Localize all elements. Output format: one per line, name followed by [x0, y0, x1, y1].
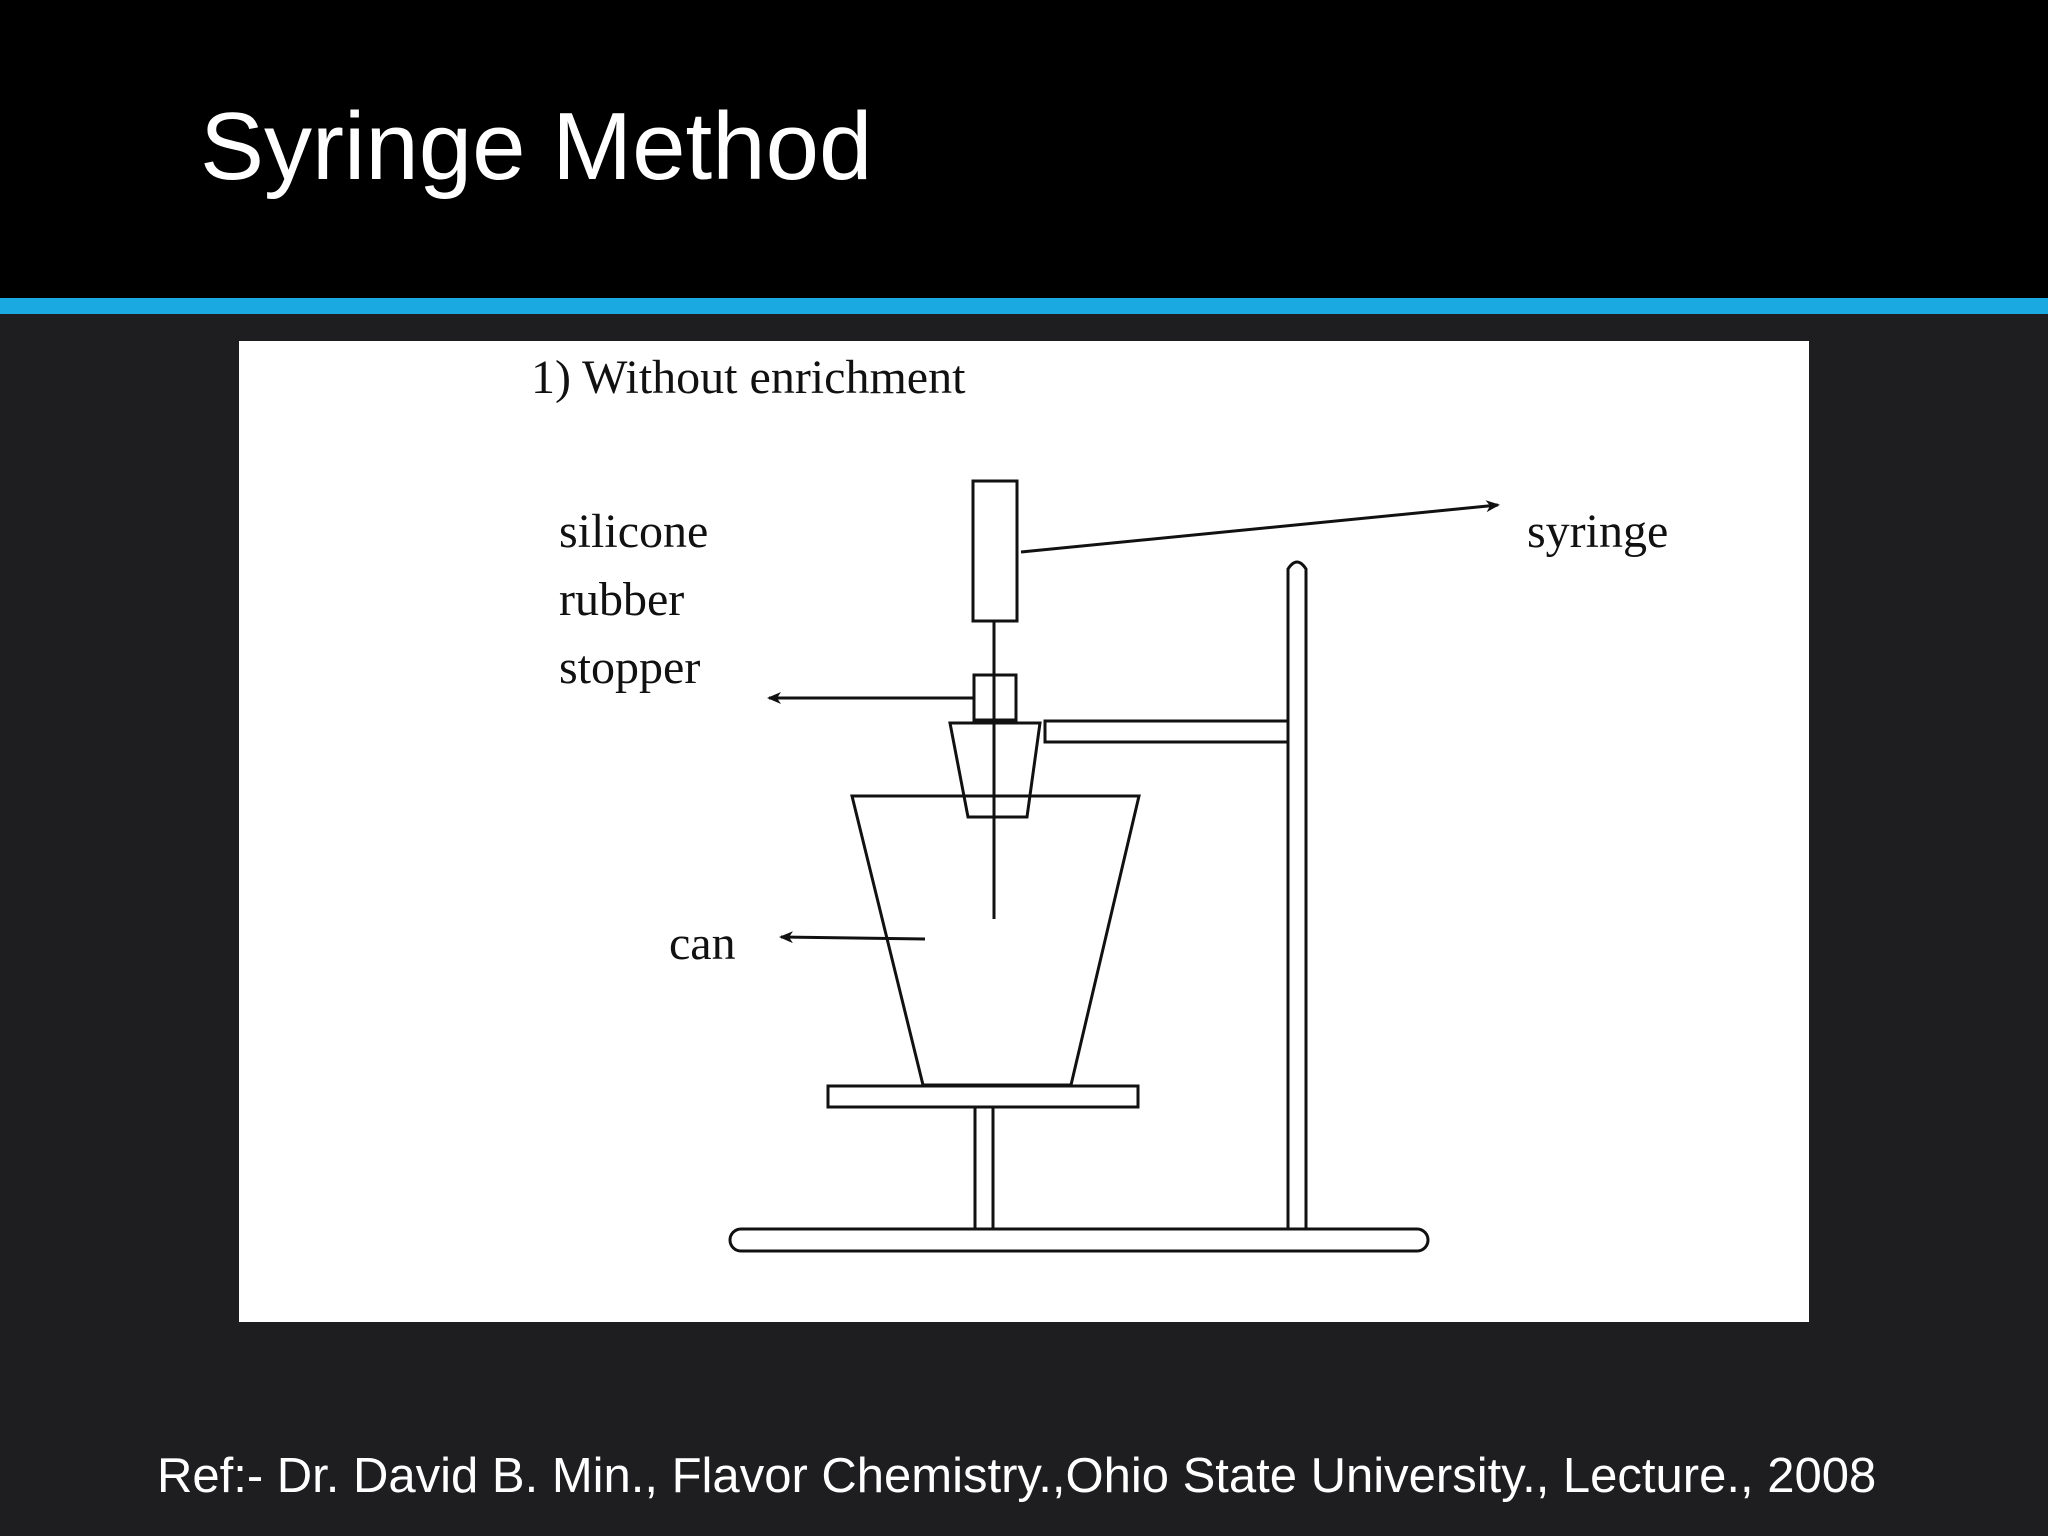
stand-base — [728, 1227, 1430, 1253]
label-syringe: syringe — [1527, 505, 1668, 558]
label-rubber: rubber — [559, 573, 684, 626]
clamp-arm — [1043, 719, 1290, 744]
accent-bar — [0, 298, 2048, 314]
can-arrow — [779, 931, 926, 944]
diagram-panel: 1) Without enrichment silicone rubber st… — [239, 341, 1809, 1322]
slide-header: Syringe Method — [0, 0, 2048, 298]
platform-post — [973, 1105, 995, 1231]
label-stopper: stopper — [559, 641, 700, 694]
stand-rod — [1286, 560, 1308, 1229]
stopper-plug — [948, 721, 1042, 819]
can-platform — [826, 1084, 1140, 1109]
diagram-heading: 1) Without enrichment — [531, 351, 966, 404]
label-silicone: silicone — [559, 505, 708, 558]
syringe-arrow — [1020, 500, 1500, 554]
reference-citation: Ref:- Dr. David B. Min., Flavor Chemistr… — [157, 1449, 1877, 1503]
syringe-barrel — [971, 479, 1019, 623]
label-can: can — [669, 917, 736, 970]
slide-title: Syringe Method — [200, 93, 873, 200]
apparatus-diagram: 1) Without enrichment silicone rubber st… — [531, 351, 1668, 1253]
